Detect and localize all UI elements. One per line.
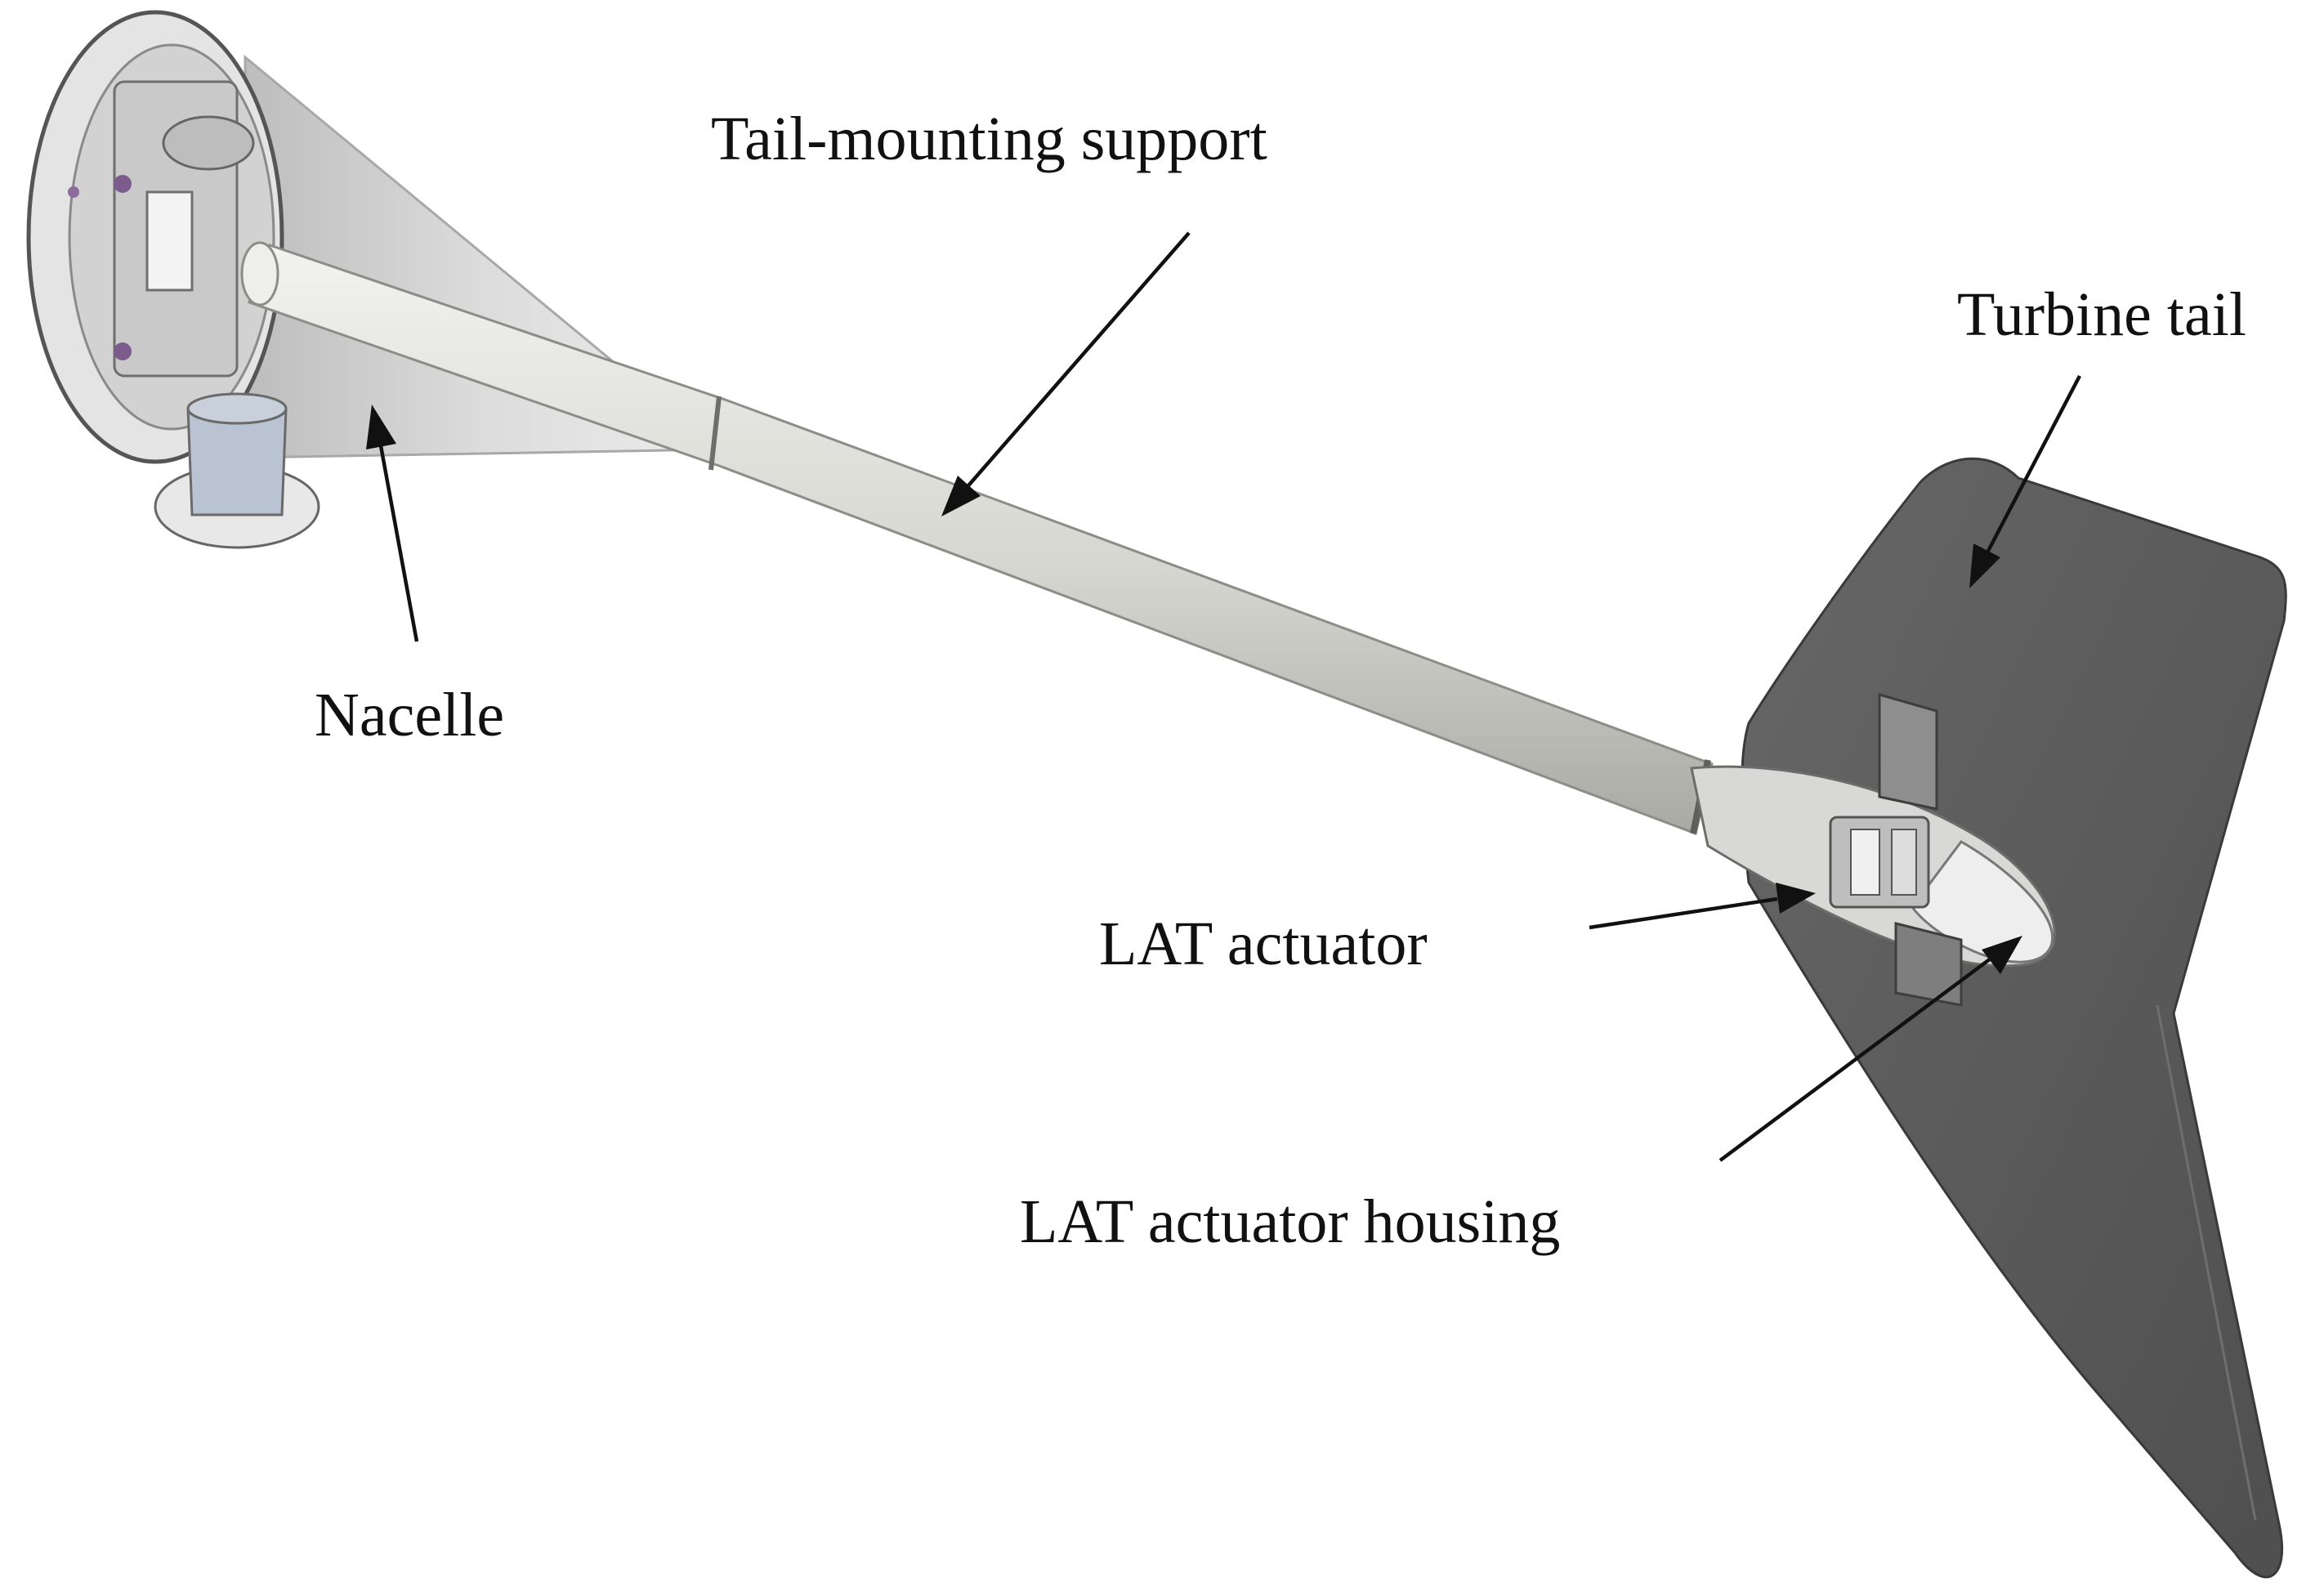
label-nacelle: Nacelle (315, 681, 504, 749)
leader-turbine-tail (1969, 374, 2081, 588)
label-tail-mounting-support: Tail-mounting support (711, 105, 1267, 173)
label-turbine-tail: Turbine tail (1957, 280, 2246, 349)
leader-actuator (1589, 883, 1816, 930)
actuator-housing (1690, 693, 2056, 1007)
turbine-tail-fin (1741, 457, 2287, 1579)
leader-nacelle (366, 405, 419, 642)
yaw-base (154, 392, 320, 549)
label-lat-actuator: LAT actuator (1099, 910, 1428, 978)
leader-actuator-housing (1718, 936, 2022, 1162)
label-lat-actuator-housing: LAT actuator housing (1020, 1187, 1560, 1256)
leader-tail-support (941, 231, 1191, 516)
